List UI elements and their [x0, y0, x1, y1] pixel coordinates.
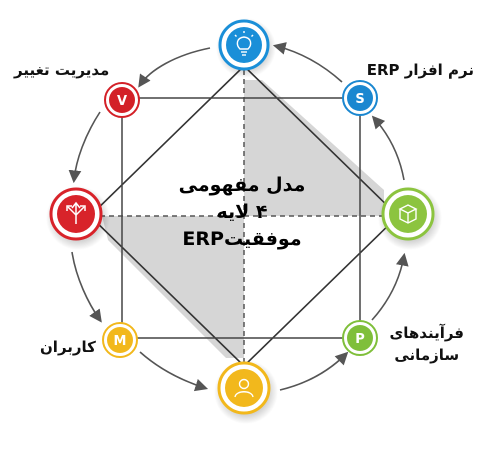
user-icon — [234, 378, 254, 398]
node-right — [378, 186, 442, 250]
shaded-region-top-right — [244, 80, 384, 216]
node-p: P — [342, 320, 378, 356]
node-v-letter: V — [117, 94, 127, 109]
node-m: M — [102, 322, 138, 358]
node-bottom — [214, 360, 278, 424]
node-top — [216, 18, 276, 78]
box-icon — [398, 204, 418, 224]
arrows-split-icon — [66, 201, 86, 224]
label-erp-software: نرم افزار ERP — [366, 61, 474, 79]
center-title: مدل مفهومی ۴ لایه موفقیتERP — [172, 172, 312, 253]
cycle-arrows — [68, 42, 409, 392]
label-org-processes-line2: سازمانی — [394, 346, 460, 364]
center-title-line2: ۴ لایه — [216, 201, 268, 223]
node-s: S — [342, 80, 378, 116]
shaded-region-bottom-left — [102, 216, 244, 358]
node-m-letter: M — [114, 334, 127, 349]
label-change-management: مدیریت تغییر — [14, 61, 110, 79]
node-s-letter: S — [355, 92, 364, 107]
label-users: کاربران — [40, 338, 96, 356]
lightbulb-icon — [234, 31, 254, 56]
center-title-line1: مدل مفهومی — [178, 174, 306, 196]
label-org-processes-line1: فرآیندهای — [389, 324, 465, 342]
node-left — [46, 186, 110, 250]
node-v: V — [104, 82, 140, 118]
center-title-line3: موفقیتERP — [182, 228, 302, 250]
label-org-processes: فرآیندهای سازمانی — [390, 322, 465, 366]
node-p-letter: P — [355, 332, 365, 347]
